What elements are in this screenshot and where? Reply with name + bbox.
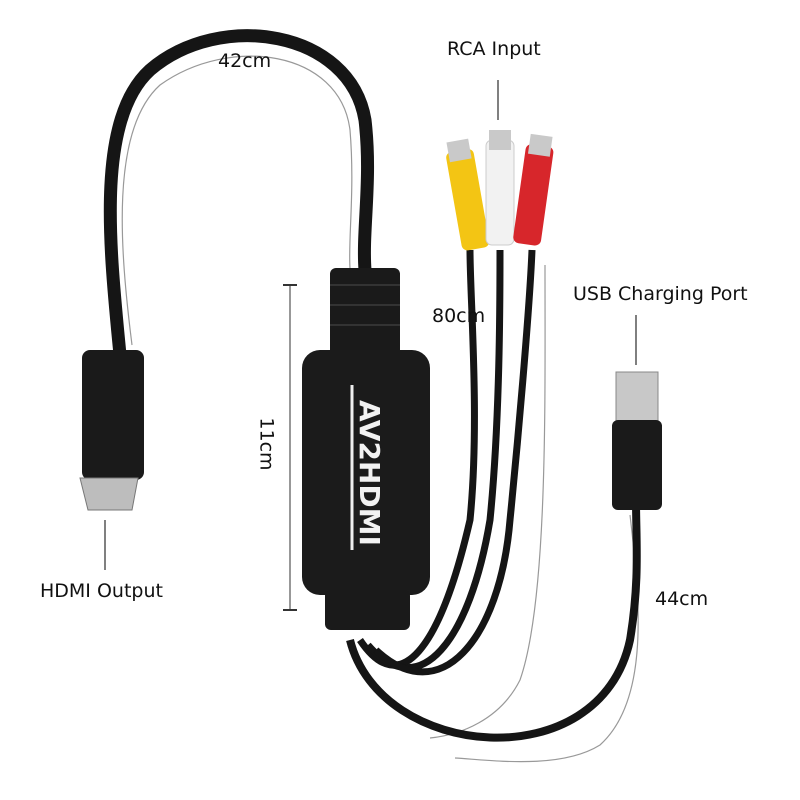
rca-connector-white	[485, 130, 515, 246]
usb-cable	[346, 499, 641, 742]
strain-relief-top	[330, 268, 400, 358]
logo-av2hdmi: AV2HDMI	[353, 400, 386, 546]
dimension-line-42cm	[121, 55, 353, 346]
label-usb-charging-port: USB Charging Port	[573, 283, 748, 305]
rca-cable-red	[373, 249, 536, 676]
strain-relief-bottom	[325, 590, 410, 630]
usb-plug-metal	[615, 371, 659, 428]
converter-box	[302, 350, 430, 595]
label-11cm: 11cm	[255, 417, 278, 471]
hdmi-connector-body	[82, 350, 144, 480]
label-80cm: 80cm	[432, 305, 486, 327]
label-hdmi-output: HDMI Output	[40, 580, 163, 602]
label-42cm: 42cm	[218, 50, 272, 72]
usb-plug-body	[612, 420, 662, 510]
rca-connector-yellow	[446, 138, 490, 251]
dimension-line-80cm	[429, 264, 546, 739]
label-44cm: 44cm	[655, 588, 709, 610]
label-rca-input: RCA Input	[447, 38, 541, 60]
hdmi-connector-tip	[79, 477, 139, 511]
hdmi-cable	[103, 29, 375, 356]
rca-connector-red	[513, 133, 554, 246]
rca-cable-white	[365, 249, 504, 672]
